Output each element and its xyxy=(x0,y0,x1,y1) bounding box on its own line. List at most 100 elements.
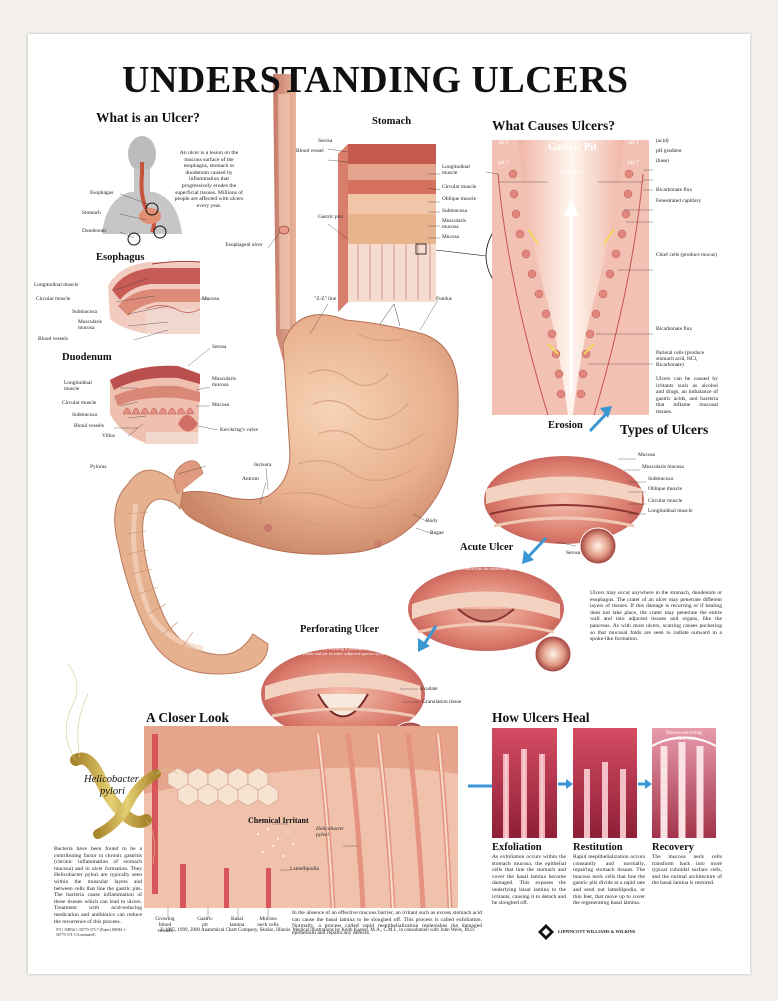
stomach-wall-block xyxy=(338,144,436,327)
label-esophagus-small: Esophagus xyxy=(90,190,114,196)
stomach-label-gastric-pits: Gastric pits xyxy=(318,214,343,220)
erosion-illustration xyxy=(484,406,644,565)
duo-label-longitudinal: Longitudinal muscle xyxy=(64,380,92,392)
ph7-left: pH 7 xyxy=(498,160,509,166)
acid-flow-label: Acid Flow xyxy=(560,170,583,176)
footer-code: 9711 ISBN# 1-58779-373-7 (Paper) ISBN# 1… xyxy=(56,928,127,937)
chemical-irritant-label: Chemical Irritant xyxy=(248,816,309,825)
eso-label-longitudinal: Longitudinal muscle xyxy=(34,282,79,288)
lamellipodia-label: Lamellipodia xyxy=(290,866,319,872)
acute-heading: Acute Ulcer xyxy=(460,542,514,553)
eso-label-mucosa: Mucosa xyxy=(202,296,220,302)
what-is-text: An ulcer is a lesion on the mucous surfa… xyxy=(174,150,244,209)
helicobacter-illustration xyxy=(65,663,179,865)
duo-label-serosa: Serosa xyxy=(212,344,227,350)
duo-label-circular: Circular muscle xyxy=(62,400,97,406)
label-granulation: Granulation tissue xyxy=(422,699,462,705)
duo-label-submucosa: Submucosa xyxy=(72,412,97,418)
acute-ulcer-illustration xyxy=(408,536,572,673)
causes-label-parietal: Parietal cells (produce stomach acid, HC… xyxy=(656,350,705,368)
closer-label-gastric: Gastric pit xyxy=(197,916,213,928)
heal-step-3-name: Recovery xyxy=(652,842,694,853)
stomach-label-oblique: Oblique muscle xyxy=(442,196,476,202)
esophagus-cross-section xyxy=(108,260,201,334)
stomach-label-serosa: Serosa xyxy=(318,138,333,144)
what-is-heading: What is an Ulcer? xyxy=(96,110,200,125)
closer-look-heading: A Closer Look xyxy=(146,710,230,725)
closer-label-basal: Basal lamina xyxy=(229,916,245,928)
ph2-left: pH 2 xyxy=(498,140,509,146)
types-heading: Types of Ulcers xyxy=(620,422,709,437)
duodenum-heading: Duodenum xyxy=(62,352,112,363)
causes-label-ph-gradient: pH gradient xyxy=(656,148,682,154)
stomach-label-muscularis: Muscularis mucosa xyxy=(442,218,466,230)
causes-label-bicarb-flux-2: Bicarbonate flux xyxy=(656,326,693,332)
stomach-label-submucosa: Submucosa xyxy=(442,208,467,214)
erosion-label-mucosa: Mucosa xyxy=(638,452,656,458)
label-duodenum-small: Duodenum xyxy=(82,228,106,234)
closer-look-panel xyxy=(144,726,506,909)
poster: UNDERSTANDING ULCERS What is an Ulcer? A… xyxy=(28,34,750,974)
mucus-label: Mucus-secreting surface cells xyxy=(666,730,702,742)
label-pylorus: Pylorus xyxy=(90,464,107,470)
label-esophageal-ulcer: Esophageal ulcer xyxy=(225,242,263,248)
types-text: Ulcers may occur anywhere in the stomach… xyxy=(590,590,722,643)
erosion-label-oblique: Oblique muscle xyxy=(648,486,682,492)
duo-label-muscularis: Muscularis mucosa xyxy=(212,376,236,388)
footer-publisher: LIPPINCOTT WILLIAMS & WILKINS xyxy=(558,929,636,934)
causes-text: Ulcers can be caused by irritants such a… xyxy=(656,376,718,415)
label-fundus: Fundus xyxy=(436,296,452,302)
label-incisura: Incisura xyxy=(254,462,272,468)
ph7-right: pH 7 xyxy=(628,160,639,166)
heal-step-2-name: Restitution xyxy=(573,842,623,853)
label-rugae: Rugae xyxy=(430,530,444,536)
esophagus-heading: Esophagus xyxy=(96,252,145,263)
anatomy-illustration xyxy=(65,74,717,940)
eso-label-submucosa: Submucosa xyxy=(72,309,97,315)
stomach-label-mucosa: Mucosa xyxy=(442,234,460,240)
perforating-heading: Perforating Ulcer xyxy=(300,624,380,635)
erosion-label-muscularis: Muscularis mucosa xyxy=(642,464,684,470)
causes-heading: What Causes Ulcers? xyxy=(492,118,615,133)
duo-label-blood: Blood vessels xyxy=(74,423,104,429)
heal-heading: How Ulcers Heal xyxy=(492,710,590,725)
ph2-right: pH 2 xyxy=(628,140,639,146)
causes-label-chief: Chief cells (produce mucus) xyxy=(656,252,717,258)
erosion-heading: Erosion xyxy=(548,420,583,431)
label-zz-line: "Z-Z" line xyxy=(314,296,337,302)
erosion-label-serosa: Serosa xyxy=(566,550,581,556)
causes-label-bicarb-flux: Bicarbonate flux xyxy=(656,187,693,193)
causes-label-base: (base) xyxy=(656,158,670,164)
body-silhouette xyxy=(102,136,182,246)
bacteria-text: Bacteria have been found to be a contrib… xyxy=(54,846,142,925)
closer-label-blood: Growing blood vessels xyxy=(155,916,175,934)
heal-step-3-text: The mucous neck cells transform back int… xyxy=(652,854,722,887)
hp-small-label: Helicobacter pylori xyxy=(316,826,345,838)
eso-label-circular: Circular muscle xyxy=(36,296,71,302)
acute-blurb: Penetration into the muscular layer xyxy=(452,566,518,571)
heal-step-2-text: Rapid reepithelialization occurs constan… xyxy=(573,854,645,907)
publisher-logo-icon xyxy=(538,924,554,940)
page-title: UNDERSTANDING ULCERS xyxy=(122,59,629,101)
erosion-label-longitudinal: Longitudinal muscle xyxy=(648,508,693,514)
duo-label-mucosa: Mucosa xyxy=(212,402,230,408)
leader-lines xyxy=(114,148,653,918)
erosion-label-submucosa: Submucosa xyxy=(648,476,673,482)
stomach-label-blood: Blood vessel xyxy=(296,148,324,154)
duo-label-villus: Villus xyxy=(102,433,115,439)
eso-label-blood: Blood vessels xyxy=(38,336,68,342)
label-body: Body xyxy=(426,518,438,524)
stomach-label-longitudinal: Longitudinal muscle xyxy=(442,164,470,176)
closer-label-neck: Mucous neck cells xyxy=(257,916,279,928)
causes-label-acid: (acid) xyxy=(656,138,669,144)
stomach-heading: Stomach xyxy=(372,116,412,127)
hp-label-line2: pylori xyxy=(100,786,126,797)
heal-step-1-name: Exfoliation xyxy=(492,842,542,853)
hp-label-line1: Helicobacter xyxy=(84,774,139,785)
heal-step-1-text: As exfoliation occurs within the stomach… xyxy=(492,854,566,907)
gastric-pit-panel xyxy=(435,140,649,416)
perforating-blurb: Penetration of wall creating a passage f… xyxy=(292,646,396,657)
erosion-label-circular: Circular muscle xyxy=(648,498,683,504)
eso-label-muscularis: Muscularis mucosa xyxy=(78,319,102,331)
gastric-pit-title: Gastric Pit xyxy=(548,142,597,153)
